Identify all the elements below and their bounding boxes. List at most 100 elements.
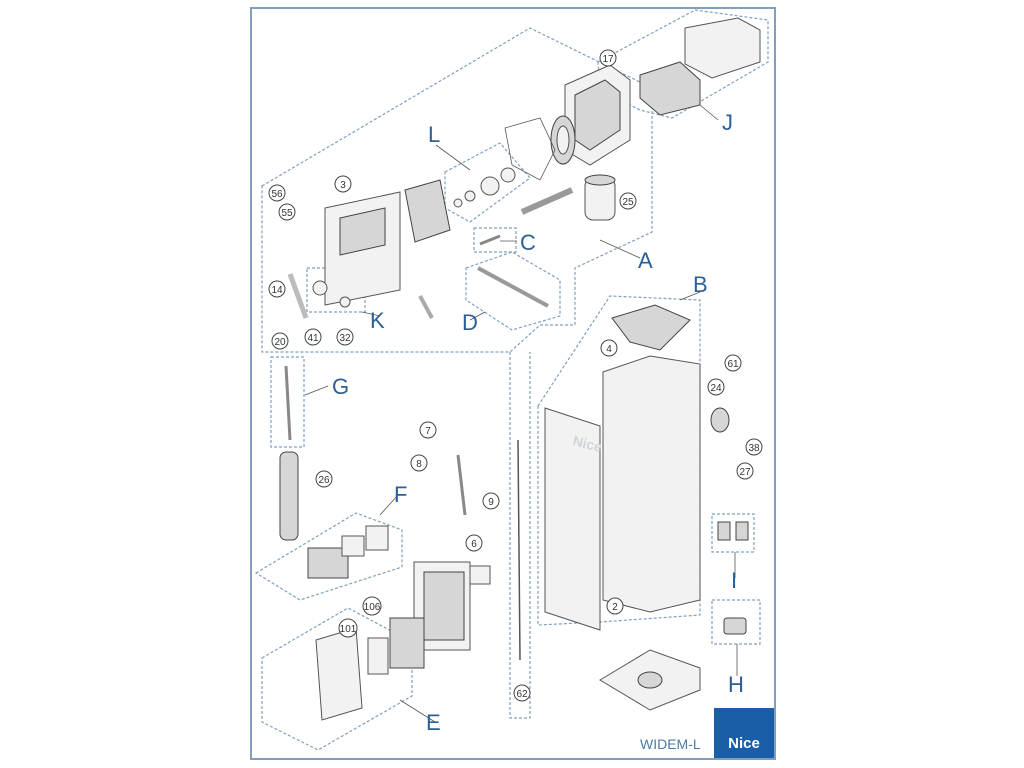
balancing-spring-26 [279, 451, 299, 541]
part-callout-101: 101 [338, 618, 358, 638]
lever-41 [287, 273, 309, 319]
model-label: WIDEM-L [640, 736, 701, 752]
svg-text:9: 9 [488, 497, 494, 508]
svg-text:38: 38 [748, 443, 760, 454]
svg-text:2: 2 [612, 602, 618, 613]
adjuster-d [477, 266, 549, 308]
pulley-k [312, 280, 328, 296]
svg-text:41: 41 [307, 333, 319, 344]
bearing-l2 [500, 167, 516, 183]
part-callout-26: 26 [315, 470, 333, 488]
part-callout-3: 3 [334, 175, 352, 193]
part-callout-2: 2 [606, 597, 624, 615]
group-label-e: E [426, 710, 441, 735]
brand-logo: Nice [714, 708, 774, 758]
svg-text:17: 17 [602, 54, 614, 65]
front-door-2 [544, 407, 601, 631]
group-label-i: I [731, 568, 737, 593]
group-a-outline [261, 27, 653, 353]
part-callout-9: 9 [482, 492, 500, 510]
part-callout-4: 4 [600, 339, 618, 357]
group-l-outline [444, 142, 531, 223]
release-handle [418, 295, 434, 319]
svg-text:24: 24 [710, 383, 722, 394]
group-label-j: J [722, 110, 733, 135]
receiver-101 [367, 637, 389, 675]
group-label-g: G [332, 374, 349, 399]
svg-text:32: 32 [339, 333, 351, 344]
part-callout-38: 38 [745, 438, 763, 456]
control-cover-e [315, 627, 363, 721]
door-logo: Nice [571, 432, 604, 455]
part-callout-56: 56 [268, 184, 286, 202]
group-d-outline [465, 251, 561, 331]
group-label-c: C [520, 230, 536, 255]
gasket [504, 117, 556, 181]
group-label-b: B [693, 272, 708, 297]
group-label-d: D [462, 310, 478, 335]
group-h-outline [711, 599, 761, 645]
bracket-6 [469, 565, 491, 585]
cable-62 [517, 439, 521, 661]
grid-cover [404, 179, 451, 243]
svg-text:27: 27 [739, 467, 751, 478]
svg-text:8: 8 [416, 459, 422, 470]
cabinet-top-cover-4 [611, 304, 691, 351]
group-c-outline [473, 227, 517, 253]
part-callout-27: 27 [736, 462, 754, 480]
control-unit-j [684, 17, 761, 79]
group-label-f: F [394, 482, 407, 507]
output-shaft [520, 187, 574, 215]
part-callout-62: 62 [513, 684, 531, 702]
svg-text:26: 26 [318, 475, 330, 486]
rod-8 [456, 454, 467, 516]
svg-text:7: 7 [425, 426, 431, 437]
part-callout-7: 7 [419, 421, 437, 439]
svg-text:6: 6 [471, 539, 477, 550]
group-label-h: H [728, 672, 744, 697]
flash-light-i1 [717, 521, 731, 541]
connector-f [365, 525, 389, 551]
part-callout-25: 25 [619, 192, 637, 210]
cable-62-outline [509, 352, 531, 719]
pin-c [479, 234, 501, 246]
group-label-l: L [428, 122, 440, 147]
part-callout-41: 41 [304, 328, 322, 346]
svg-text:62: 62 [516, 689, 528, 700]
flash-light-i2 [735, 521, 749, 541]
svg-text:61: 61 [727, 359, 739, 370]
part-callout-14: 14 [268, 280, 286, 298]
svg-text:56: 56 [271, 189, 283, 200]
svg-text:3: 3 [340, 180, 346, 191]
part-callout-20: 20 [271, 332, 289, 350]
part-callout-61: 61 [724, 354, 742, 372]
svg-text:14: 14 [271, 285, 283, 296]
diagram-frame [250, 7, 776, 760]
group-e-outline [261, 607, 413, 751]
group-b-outline [537, 295, 701, 626]
group-g-outline [270, 356, 305, 448]
cabinet-body [602, 355, 701, 613]
part-callout-106: 106 [362, 596, 382, 616]
part-callout-8: 8 [410, 454, 428, 472]
transformer-f [307, 547, 349, 579]
svg-text:4: 4 [606, 344, 612, 355]
turnbuckle-g [284, 365, 292, 441]
bearing-l4 [453, 198, 463, 208]
lock-cylinder-24 [710, 407, 730, 433]
group-i-outline [711, 513, 755, 553]
control-board-106 [389, 617, 425, 669]
part-callout-17: 17 [599, 49, 617, 67]
battery-f [341, 535, 365, 557]
svg-text:106: 106 [364, 602, 381, 613]
group-label-a: A [638, 248, 653, 273]
control-unit-j-base [639, 61, 701, 116]
svg-text:25: 25 [622, 197, 634, 208]
bearing-l3 [464, 190, 476, 202]
group-f-outline [254, 512, 403, 601]
photocell-h [723, 617, 747, 635]
part-callout-6: 6 [465, 534, 483, 552]
bearing-l1 [480, 176, 500, 196]
